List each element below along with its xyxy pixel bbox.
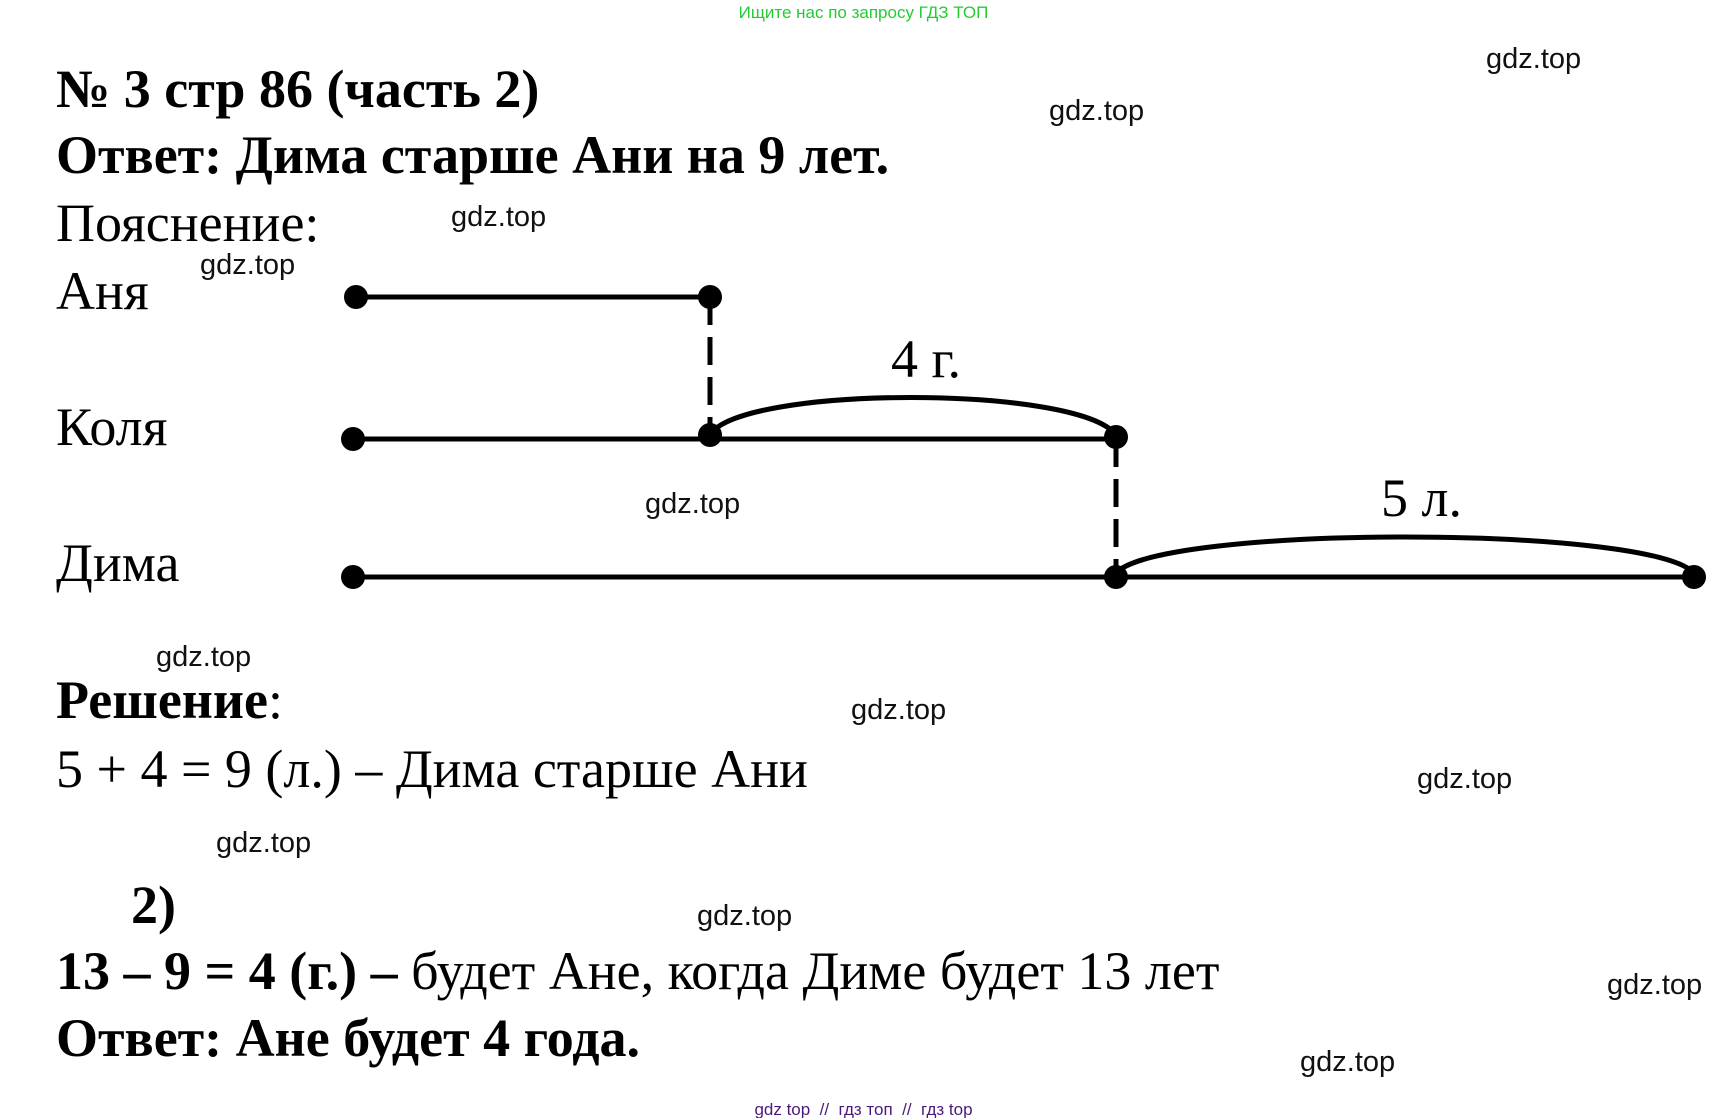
step-2-number: 2) [131,875,176,935]
watermark: gdz.top [1486,43,1582,75]
dot [1682,565,1706,589]
watermark: gdz.top [216,827,312,859]
step-2-equation: 13 – 9 = 4 (г.) – [56,941,398,1001]
solution-colon: : [268,670,284,730]
dot [344,285,368,309]
watermark: gdz.top [451,201,547,233]
answer-2: Ответ: Ане будет 4 года. [56,1008,641,1068]
solution-heading: Решение: [56,673,283,727]
row-label-kolya: Коля [56,397,168,457]
arc-4-years [707,395,1119,437]
step-2-text: будет Ане, когда Диме будет 13 лет [397,941,1220,1001]
footer-ad[interactable]: gdz top // гдз топ // гдз top [754,1100,973,1118]
arc-label-4: 4 г. [891,329,962,389]
header-ad[interactable]: Ищите нас по запросу ГДЗ ТОП [738,3,989,22]
dot [341,565,365,589]
watermark: gdz.top [1607,969,1703,1001]
watermark: gdz.top [1049,95,1145,127]
dot [341,427,365,451]
watermark: gdz.top [1300,1046,1396,1078]
dot [698,423,722,447]
watermark: gdz.top [156,641,252,673]
explanation-label: Пояснение: [56,193,320,253]
dot [1104,425,1128,449]
solution-step-1: 5 + 4 = 9 (л.) – Дима старше Ани [56,739,808,799]
row-label-dima: Дима [56,533,180,593]
row-label-anya: Аня [56,261,149,321]
dot [698,285,722,309]
watermark: gdz.top [200,249,296,281]
solution-label: Решение [56,670,268,730]
watermark: gdz.top [697,900,793,932]
endpoints [341,285,1706,589]
watermark: gdz.top [645,488,741,520]
answer-1: Ответ: Дима старше Ани на 9 лет. [56,125,890,185]
solution-step-2: 13 – 9 = 4 (г.) – будет Ане, когда Диме … [56,944,1219,998]
watermark: gdz.top [851,694,947,726]
page-title: № 3 стр 86 (часть 2) [56,59,540,119]
dot [1104,565,1128,589]
arc-5-years [1114,534,1696,575]
arc-label-5: 5 л. [1381,468,1462,528]
watermark: gdz.top [1417,763,1513,795]
